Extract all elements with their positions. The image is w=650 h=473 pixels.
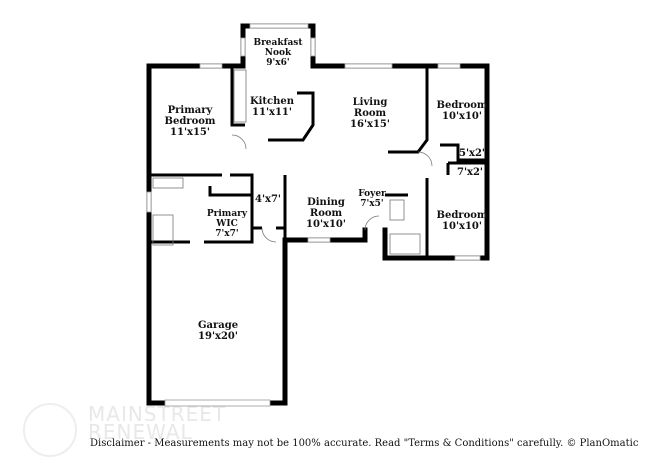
window: [146, 191, 152, 213]
kitchen-counter: [233, 69, 247, 123]
door-swing: [261, 227, 277, 243]
room-hall: 4'x7': [254, 194, 282, 205]
toilet: [389, 199, 405, 221]
room-closet-5x2: 5'x2': [458, 148, 486, 159]
bathtub: [389, 233, 421, 255]
shower: [152, 214, 174, 246]
fixtures: [152, 69, 433, 255]
window: [240, 37, 246, 57]
garage-door: [164, 399, 271, 407]
window: [307, 237, 331, 243]
window: [310, 37, 316, 57]
window: [199, 63, 223, 69]
vanity: [152, 177, 184, 189]
window: [454, 255, 481, 261]
door-swing: [364, 215, 380, 231]
interior-walls: [149, 66, 487, 258]
door-swing: [231, 134, 247, 150]
room-closet-7x2: 7'x2': [456, 167, 484, 178]
window: [344, 63, 393, 69]
window: [437, 63, 461, 69]
window: [249, 23, 309, 29]
door-swing: [417, 151, 433, 167]
logo-mark-icon: [23, 403, 77, 457]
watermark-line1: MAINSTREET: [88, 402, 227, 426]
windows: [146, 23, 481, 407]
disclaimer: Disclaimer - Measurements may not be 100…: [90, 438, 639, 449]
watermark-line2: RENEWAL: [88, 420, 193, 444]
watermark-logo: MAINSTREET RENEWAL: [88, 402, 227, 444]
